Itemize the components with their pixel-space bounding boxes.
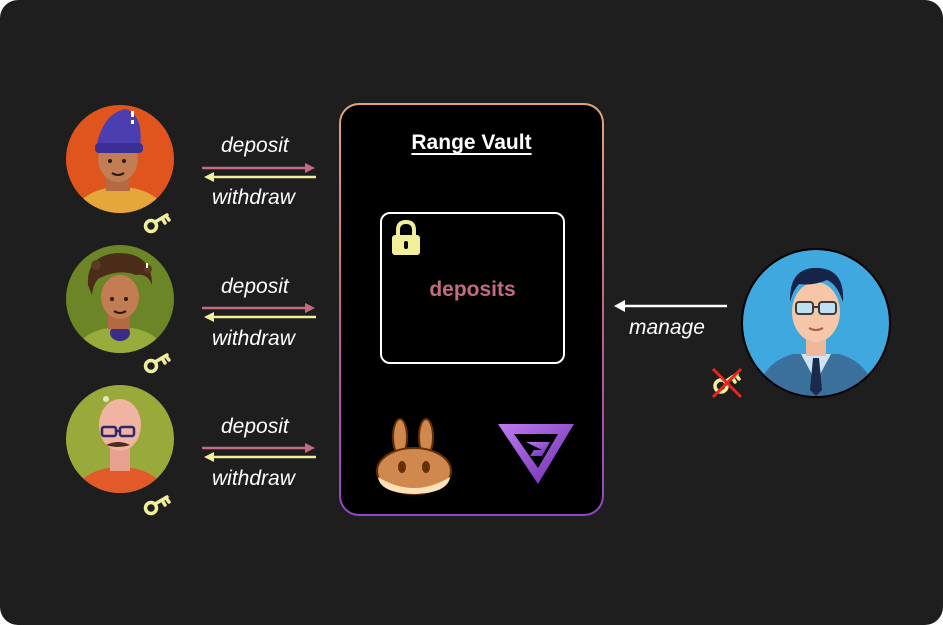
user-avatar-beanie [66,105,174,213]
deposit-withdraw-arrows [202,163,316,182]
key-icon [143,353,171,374]
deposit-label: deposit [221,275,289,298]
user-avatar-afro [66,245,174,353]
deposits-label: deposits [429,278,516,301]
protocol-logo [498,424,574,484]
manage-label: manage [629,316,705,339]
deposit-label: deposit [221,415,289,438]
deposit-withdraw-arrows [202,303,316,322]
manage-arrow [614,300,727,312]
no-key-icon [711,367,743,399]
key-icon [143,495,171,516]
deposit-label: deposit [221,134,289,157]
deposit-withdraw-arrows [202,443,316,462]
deposits-box: deposits [380,212,565,364]
manager-avatar [741,248,891,398]
range-vault: Range Vault deposits [339,103,604,516]
withdraw-label: withdraw [212,467,295,490]
withdraw-label: withdraw [212,327,295,350]
key-icon [143,213,171,234]
user-avatar-bald-glasses [66,385,174,493]
vault-title: Range Vault [411,131,532,154]
lock-icon [392,220,420,255]
withdraw-label: withdraw [212,186,295,209]
pancakeswap-logo [376,418,452,495]
